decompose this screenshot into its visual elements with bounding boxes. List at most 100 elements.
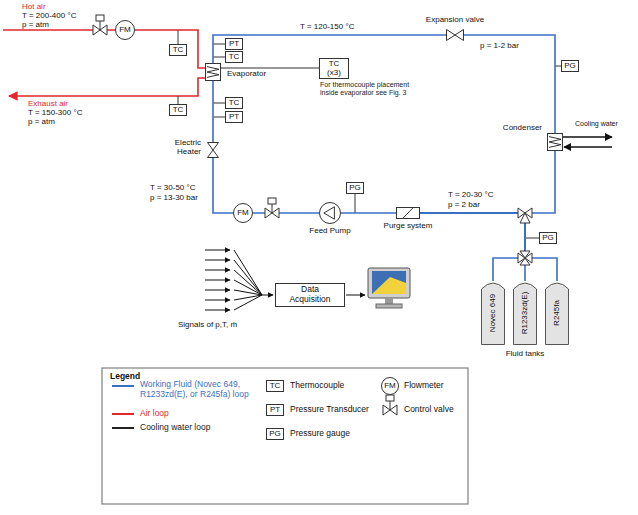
node-label: PG <box>542 233 554 242</box>
flowmeter: FM <box>115 20 135 40</box>
legend-text: Flowmeter <box>404 381 444 391</box>
heat-exchanger: Condenser <box>547 133 563 151</box>
legend-swatch <box>112 413 134 415</box>
annotation-label: T = 150-300 °C <box>28 108 82 117</box>
flowmeter: FM <box>233 203 253 223</box>
fluid-tank: R245fa <box>545 281 569 345</box>
annotation-label: p = 1-2 bar <box>480 41 519 50</box>
node-label: TC <box>229 98 240 107</box>
signal-line <box>205 310 230 311</box>
annotation-label: T = 20-30 °C <box>448 190 494 199</box>
fluid-tank: Novec 649 <box>481 281 505 345</box>
three-way-valve <box>518 208 532 223</box>
heat-exchanger-symbol <box>547 133 563 151</box>
purge-system-symbol <box>397 208 420 219</box>
sensor-tap <box>213 44 225 45</box>
node-label: Expansion valve <box>426 15 484 24</box>
signal-line <box>205 250 365 310</box>
cooling-water-pipe <box>563 137 612 147</box>
expansion-valve-symbol <box>447 30 464 41</box>
annotation-label: p = atm <box>28 117 55 126</box>
node-label: Feed Pump <box>309 226 350 235</box>
pipe-connector <box>420 213 525 281</box>
computer-icon <box>385 298 393 304</box>
node-label: Purge system <box>384 221 433 230</box>
sensor-tap <box>178 96 179 104</box>
node-label: FM <box>237 208 249 217</box>
node-label: Evaporator <box>227 69 266 78</box>
feed-pump-symbol <box>319 202 341 224</box>
legend-symbol: PG <box>266 428 284 440</box>
electric-heater-symbol <box>207 142 219 158</box>
pipe-connector <box>253 212 319 214</box>
annotation-label: Hot air <box>22 2 46 11</box>
three-way-valve <box>520 213 530 223</box>
heat-exchanger: Evaporator <box>205 63 221 81</box>
pipe-connector <box>420 213 525 281</box>
pressure-gauge-box: PG <box>539 232 557 244</box>
node-label: Novec 649 <box>488 294 497 332</box>
fluid-tank-symbol <box>546 283 569 345</box>
four-way-valve <box>518 251 532 265</box>
node-label: R245fa <box>552 300 561 326</box>
pipe-connector <box>213 158 233 213</box>
annotation-label: p = 13-30 bar <box>150 193 198 202</box>
signal-line <box>205 290 230 291</box>
annotation-label: T = 200-400 °C <box>22 11 76 20</box>
sensor-tap <box>213 117 225 118</box>
purge-system-symbol <box>403 208 413 218</box>
feed-pump-symbol <box>324 207 335 219</box>
legend-text: Pressure Transducer <box>290 405 369 415</box>
control-valve <box>268 198 276 204</box>
pipe-connector <box>341 212 396 214</box>
thermocouple-box: TC <box>225 51 243 63</box>
node-label: PT <box>229 39 239 48</box>
pipe-connector <box>212 81 214 142</box>
node-label: Condenser <box>503 123 542 132</box>
control-valve <box>96 15 104 21</box>
feed-pump: Feed Pump <box>319 202 341 224</box>
pipe-connector <box>420 151 555 213</box>
thermocouple-box: TC (x3)For thermocouple placement inside… <box>319 58 349 79</box>
legend-swatch <box>112 427 134 429</box>
fluid-tank-symbol <box>482 283 505 345</box>
pipe-connector <box>221 68 319 69</box>
pressure-gauge-box: PG <box>346 182 364 194</box>
computer-icon <box>368 268 410 308</box>
control-valve <box>390 401 391 410</box>
computer-icon <box>372 277 406 294</box>
control-valve <box>93 15 397 415</box>
sensor-tap <box>213 103 225 104</box>
electric-heater-symbol <box>208 143 219 158</box>
purge-system: Purge system <box>396 207 420 219</box>
legend-text: Control valve <box>404 405 454 415</box>
signal-line <box>234 250 262 310</box>
heat-exchanger-symbol <box>207 67 219 78</box>
heat-exchanger-symbol <box>205 63 221 81</box>
expansion-valve: Expansion valve <box>446 29 464 41</box>
control-valve <box>272 204 273 213</box>
legend-text: Thermocouple <box>290 381 344 391</box>
node-label: FM <box>119 25 131 34</box>
signal-line <box>346 295 365 296</box>
node-label: TC <box>229 52 240 61</box>
legend-symbol: FM <box>381 377 399 395</box>
signal-line <box>262 295 273 296</box>
thermocouple-box: TC <box>169 44 187 56</box>
node-label: R1233zd(E) <box>520 292 529 335</box>
annotation-label: T = 120-150 °C <box>300 22 354 31</box>
node-label: PG <box>349 183 361 192</box>
annotation-label: Legend <box>110 372 140 382</box>
air-pipe <box>3 30 205 96</box>
thermocouple-box: TC <box>225 97 243 109</box>
sensor-tap <box>525 238 539 239</box>
sensor-tap <box>178 30 179 44</box>
heat-exchanger-symbol <box>549 137 561 148</box>
expansion-valve-symbol <box>446 29 464 41</box>
control-valve <box>386 395 394 401</box>
signal-line <box>205 300 230 301</box>
four-way-valve <box>520 251 530 265</box>
legend-symbol: TC <box>266 380 284 392</box>
